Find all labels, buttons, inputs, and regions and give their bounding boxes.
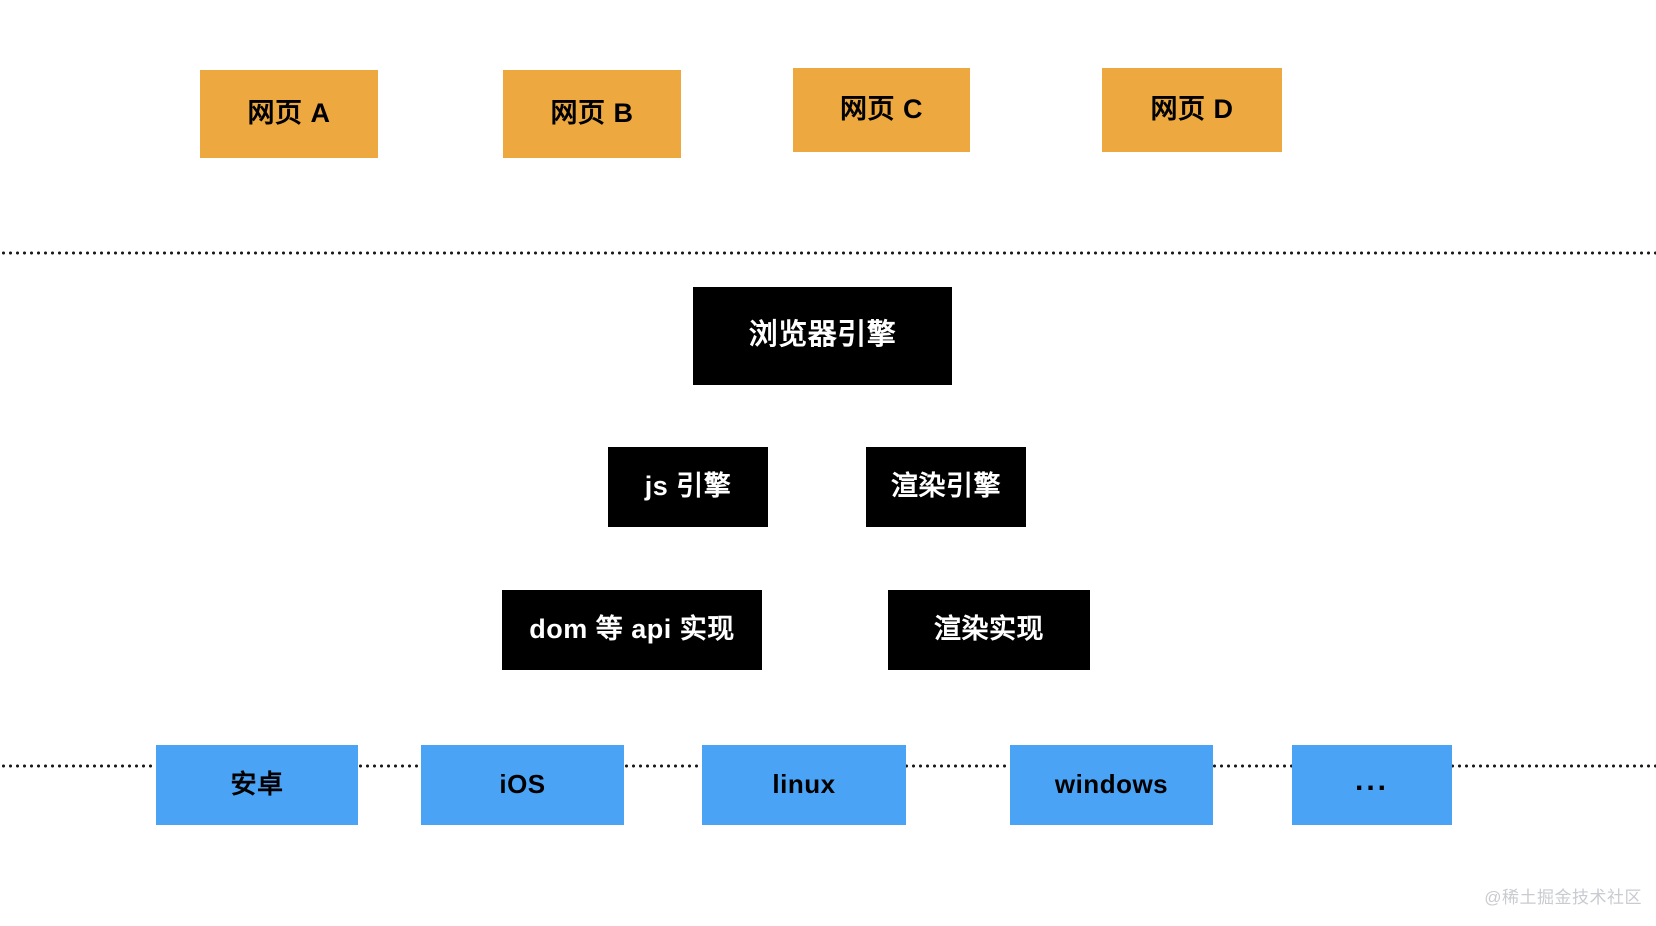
os-box-windows[interactable]: windows: [1010, 745, 1213, 825]
page-box-d[interactable]: 网页 D: [1102, 68, 1282, 152]
watermark: @稀土掘金技术社区: [1484, 888, 1642, 907]
engine-box-render-impl[interactable]: 渲染实现: [888, 590, 1090, 670]
page-box-b[interactable]: 网页 B: [503, 70, 681, 158]
page-box-c[interactable]: 网页 C: [793, 68, 970, 152]
page-box-a[interactable]: 网页 A: [200, 70, 378, 158]
os-box-more[interactable]: ...: [1292, 745, 1452, 825]
os-box-linux[interactable]: linux: [702, 745, 906, 825]
os-box-android[interactable]: 安卓: [156, 745, 358, 825]
engine-box-js-engine[interactable]: js 引擎: [608, 447, 768, 527]
engine-box-dom-api-impl[interactable]: dom 等 api 实现: [502, 590, 762, 670]
engine-box-browser-engine[interactable]: 浏览器引擎: [693, 287, 952, 385]
os-box-ios[interactable]: iOS: [421, 745, 624, 825]
divider-top: [0, 251, 1656, 255]
engine-box-render-engine[interactable]: 渲染引擎: [866, 447, 1026, 527]
